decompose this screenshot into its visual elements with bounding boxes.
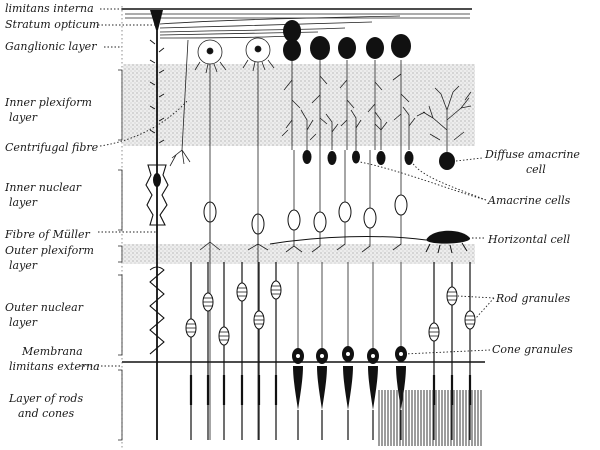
- label-membrana: Membrana: [21, 345, 83, 358]
- label-diffuse-amacrine-2: cell: [526, 163, 546, 176]
- label-inner-nuclear: Inner nuclear: [4, 181, 82, 194]
- ganglion-cells-outline: [194, 37, 275, 440]
- ganglion-cells-solid: [281, 20, 411, 150]
- label-outer-plexiform: Outer plexiform: [5, 244, 94, 257]
- amacrine-cells: [300, 106, 416, 165]
- bipolar-cells: [199, 150, 408, 253]
- label-inner-plexiform: Inner plexiform: [4, 96, 92, 109]
- label-outer-nuclear: Outer nuclear: [5, 301, 84, 314]
- labels-right: Diffuse amacrine cell Amacrine cells Hor…: [484, 148, 580, 356]
- label-ganglionic-layer: Ganglionic layer: [5, 40, 97, 53]
- label-amacrine-cells: Amacrine cells: [487, 194, 571, 207]
- horizontal-cell: [269, 230, 471, 254]
- label-outer-nuclear-2: layer: [9, 316, 38, 329]
- label-outer-plexiform-2: layer: [9, 259, 38, 272]
- braces-left: [118, 69, 123, 441]
- label-rod-granules: Rod granules: [495, 292, 570, 305]
- leaders-left: [80, 8, 189, 367]
- inner-plexiform-band: [123, 64, 475, 146]
- centrifugal-fibre: [169, 39, 191, 167]
- optic-fibres: [125, 13, 470, 39]
- label-inner-nuclear-2: layer: [9, 196, 38, 209]
- outer-plexiform-band: [123, 244, 475, 264]
- label-diffuse-amacrine: Diffuse amacrine: [484, 148, 580, 161]
- rods-cones-block: [378, 390, 482, 446]
- label-limitans-interna: limitans interna: [5, 2, 94, 15]
- label-cone-granules: Cone granules: [492, 343, 573, 356]
- label-centrifugal-fibre: Centrifugal fibre: [5, 141, 99, 154]
- label-rods-cones-2: and cones: [18, 407, 75, 420]
- label-membrana-2: limitans externa: [9, 360, 100, 373]
- label-rods-cones: Layer of rods: [8, 392, 83, 405]
- cones: [292, 262, 407, 440]
- label-fibre-of-muller: Fibre of Müller: [4, 228, 91, 241]
- diffuse-amacrine-cell: [416, 85, 472, 170]
- labels-left: limitans interna Stratum opticum Ganglio…: [4, 2, 100, 420]
- rods: [185, 262, 476, 440]
- muller-fibre: [145, 10, 169, 440]
- leaders-right: [359, 157, 495, 355]
- label-stratum-opticum: Stratum opticum: [5, 18, 99, 31]
- label-horizontal-cell: Horizontal cell: [487, 233, 571, 246]
- label-inner-plexiform-2: layer: [9, 111, 38, 124]
